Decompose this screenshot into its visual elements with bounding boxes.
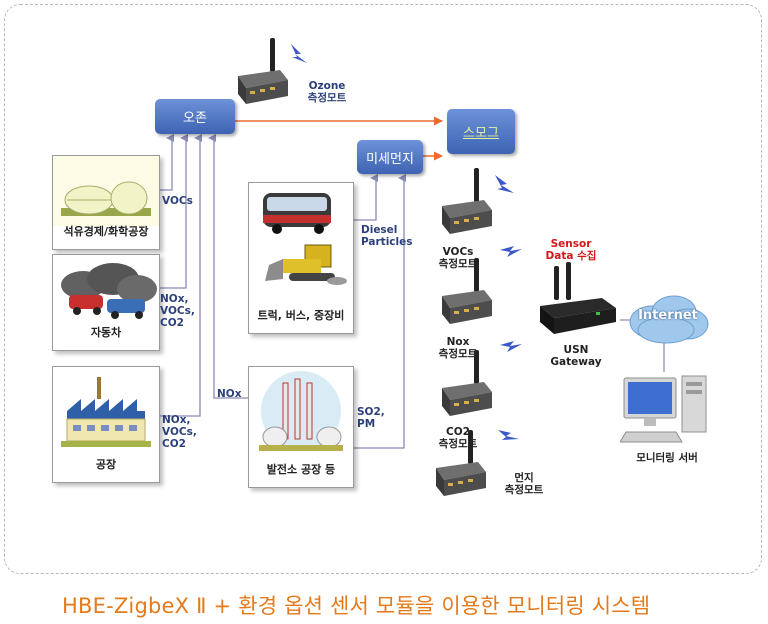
ozone-sensor-line1: Ozone xyxy=(308,80,346,92)
usn-gateway-label: USN Gateway xyxy=(546,344,606,368)
arrow-power-nox-to-ozone xyxy=(208,134,248,399)
usn-gateway-line1: USN xyxy=(563,344,589,356)
power-plant-image xyxy=(259,371,343,451)
factory-flow-line1: NOx, xyxy=(162,414,191,426)
car-label: 자동차 xyxy=(90,326,122,339)
internet-cloud-icon xyxy=(629,295,709,344)
truck-label: 트럭, 버스, 중장비 xyxy=(257,309,345,322)
signal-icon xyxy=(500,246,522,257)
ozone-sensor-mote xyxy=(238,38,288,104)
truck-card: 트럭, 버스, 중장비 xyxy=(248,182,354,334)
nox-sensor-mote xyxy=(442,258,492,324)
power-card: 발전소 공장 등 xyxy=(248,366,354,488)
smog-node: 스모그 xyxy=(447,109,515,154)
sensor-data-line1: Sensor xyxy=(550,238,592,250)
dust-sensor-line1: 먼지 xyxy=(514,472,534,484)
co2-sensor-mote xyxy=(442,350,492,416)
petrochem-image xyxy=(53,156,159,226)
so2-flow-line1: SO2, xyxy=(357,406,385,418)
dust-sensor-label: 먼지 측정모트 xyxy=(494,472,554,496)
signal-icon xyxy=(495,175,514,193)
petrochem-card: 석유경제/화학공장 xyxy=(52,155,160,250)
monitoring-server-label: 모니터링 서버 xyxy=(636,452,698,464)
nox-sensor-line1: Nox xyxy=(446,336,470,348)
fine-dust-node-label: 미세먼지 xyxy=(366,151,414,167)
diagram-frame xyxy=(4,4,762,574)
figure-caption: HBE-ZigbeX Ⅱ + 환경 옵션 센서 모듈을 이용한 모니터링 시스템 xyxy=(62,594,651,618)
car-flow-line2: VOCs, xyxy=(160,305,195,317)
car-flow-line3: CO2 xyxy=(160,317,184,329)
sensor-data-collection-label: Sensor Data 수집 xyxy=(536,238,606,262)
vocs-sensor-line2: 측정모트 xyxy=(438,258,478,270)
ozone-sensor-label: Ozone 측정모트 xyxy=(292,80,362,104)
signal-icon xyxy=(291,44,307,63)
nox-sensor-label: Nox 측정모트 xyxy=(428,336,488,360)
factory-flow-label: NOx, VOCs, CO2 xyxy=(162,414,197,450)
monitoring-server-computer xyxy=(620,375,707,443)
arrow-power-to-dust xyxy=(352,174,406,449)
ozone-sensor-line2: 측정모트 xyxy=(307,92,347,104)
usn-gateway-line2: Gateway xyxy=(550,356,602,368)
smog-node-label: 스모그 xyxy=(463,126,499,141)
factory-label: 공장 xyxy=(95,458,117,471)
vocs-flow-label: VOCs xyxy=(162,195,193,207)
car-image xyxy=(61,263,157,319)
arrow-car-to-ozone xyxy=(158,134,188,289)
car-card: 자동차 xyxy=(52,254,160,351)
nox-flow-label: NOx xyxy=(217,388,242,400)
arrow-diesel-to-dust xyxy=(352,174,378,221)
usn-gateway-device xyxy=(540,262,616,334)
arrow-factory-to-ozone xyxy=(158,134,202,417)
signal-icon xyxy=(498,430,519,440)
dust-sensor-line2: 측정모트 xyxy=(504,484,544,496)
diesel-flow-label: Diesel Particles xyxy=(361,224,413,248)
so2-flow-line2: PM xyxy=(357,418,376,430)
ozone-node-label: 오존 xyxy=(183,111,207,126)
factory-flow-line3: CO2 xyxy=(162,438,186,450)
sensor-data-line2: Data 수집 xyxy=(545,250,597,262)
factory-flow-line2: VOCs, xyxy=(162,426,197,438)
vocs-sensor-label: VOCs 측정모트 xyxy=(428,246,488,270)
diesel-flow-line1: Diesel xyxy=(361,224,398,236)
car-flow-label: NOx, VOCs, CO2 xyxy=(160,293,195,329)
dust-sensor-mote xyxy=(436,430,486,496)
fine-dust-node: 미세먼지 xyxy=(357,140,423,174)
power-label: 발전소 공장 등 xyxy=(266,463,336,476)
arrow-vocs-to-ozone xyxy=(158,134,174,191)
vocs-sensor-mote xyxy=(442,168,492,234)
car-flow-line1: NOx, xyxy=(160,293,189,305)
internet-label: Internet xyxy=(638,308,698,323)
so2-flow-label: SO2, PM xyxy=(357,406,385,430)
factory-card: 공장 xyxy=(52,366,160,483)
petrochem-label: 석유경제/화학공장 xyxy=(63,225,149,238)
nox-sensor-line2: 측정모트 xyxy=(438,348,478,360)
ozone-node: 오존 xyxy=(155,99,235,134)
co2-sensor-line2: 측정모트 xyxy=(438,438,478,450)
diesel-flow-line2: Particles xyxy=(361,236,413,248)
factory-image xyxy=(61,377,151,447)
truck-image xyxy=(263,193,347,285)
signal-icon xyxy=(500,341,522,352)
co2-sensor-label: CO2 측정모트 xyxy=(428,426,488,450)
vocs-sensor-line1: VOCs xyxy=(442,246,474,258)
co2-sensor-line1: CO2 xyxy=(446,426,470,438)
